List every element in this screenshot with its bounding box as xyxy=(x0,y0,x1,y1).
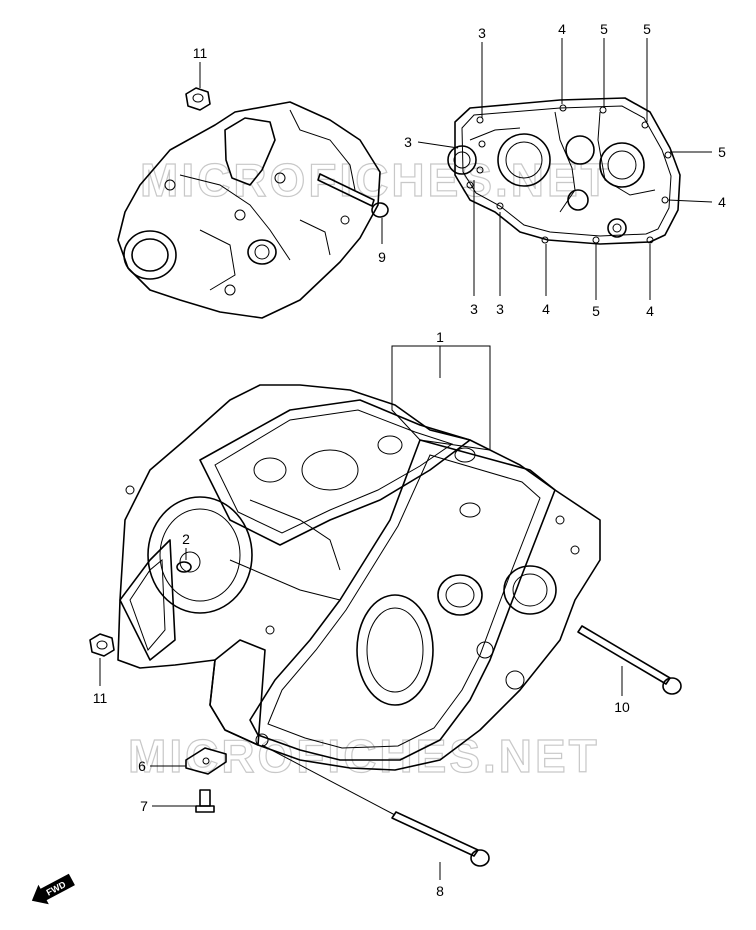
callout-5-top-left: 5 xyxy=(600,21,608,37)
callout-3-bottom-left: 3 xyxy=(470,301,478,317)
callout-9: 9 xyxy=(378,249,386,265)
callout-3-bottom-right: 3 xyxy=(496,301,504,317)
callout-2: 2 xyxy=(182,531,190,547)
callout-3-left: 3 xyxy=(404,134,412,150)
callout-3-top: 3 xyxy=(478,25,486,41)
callout-1: 1 xyxy=(436,329,444,345)
callout-labels: 11 9 3 4 5 5 3 5 4 3 3 4 5 4 1 2 11 6 7 … xyxy=(93,21,726,899)
callout-4-bottom-left: 4 xyxy=(542,301,550,317)
crankcase-right-half-view xyxy=(117,87,389,319)
leader-lines xyxy=(99,38,713,880)
callout-6: 6 xyxy=(138,758,146,774)
fwd-arrow-icon: FWD xyxy=(31,873,75,905)
crankcase-left-half-view xyxy=(447,97,681,245)
callout-11-top: 11 xyxy=(193,45,208,61)
callout-7: 7 xyxy=(140,798,148,814)
watermark-bottom: MICROFICHES.NET xyxy=(128,730,600,782)
callout-5-top-right: 5 xyxy=(643,21,651,37)
callout-4-right: 4 xyxy=(718,194,726,210)
callout-11-bottom: 11 xyxy=(93,690,108,706)
callout-8: 8 xyxy=(436,883,444,899)
callout-5-bottom: 5 xyxy=(592,303,600,319)
crankcase-assembly-view xyxy=(89,384,682,867)
callout-5-right: 5 xyxy=(718,144,726,160)
callout-4-top: 4 xyxy=(558,21,566,37)
callout-10: 10 xyxy=(614,699,630,715)
callout-4-bottom-right: 4 xyxy=(646,303,654,319)
